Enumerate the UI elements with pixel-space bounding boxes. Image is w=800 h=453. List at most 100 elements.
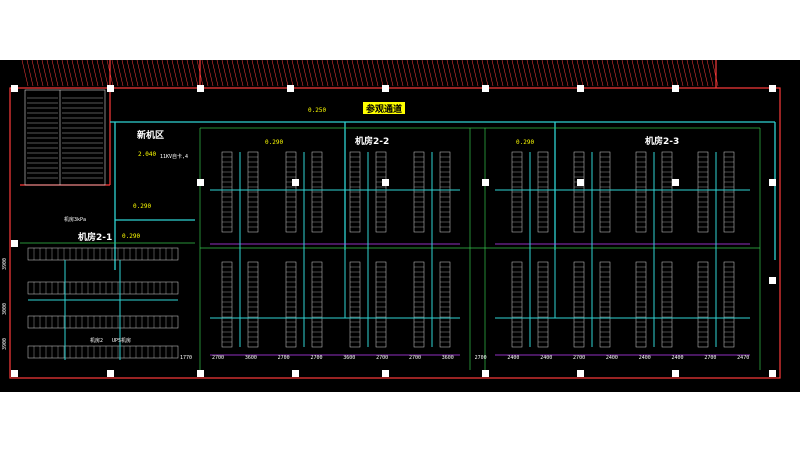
magenta-lines <box>210 243 750 356</box>
hatch-line <box>406 60 414 87</box>
bottom-dimension: 2400 <box>672 355 684 361</box>
grid-lines <box>20 127 761 370</box>
structural-columns <box>11 85 776 377</box>
hatch-line <box>636 60 644 87</box>
hatch-line <box>601 60 609 87</box>
cad-drawing-viewport[interactable]: 参观通道 0.250 新机区 2.040 11KV自卡,4 0.290 机房2-… <box>0 60 800 392</box>
room-2-2-label: 机房2-2 <box>355 135 389 147</box>
hatch-line <box>381 60 389 87</box>
hatch-line <box>416 60 424 87</box>
hatch-line <box>421 60 429 87</box>
column <box>382 179 389 186</box>
hatch-line <box>326 60 334 87</box>
column <box>11 240 18 247</box>
hatch-line <box>231 60 239 87</box>
bottom-left-dim: 1770 <box>180 355 192 361</box>
hatch-line <box>691 60 699 87</box>
column <box>287 85 294 92</box>
hatch-line <box>361 60 369 87</box>
hatch-line <box>146 60 154 87</box>
column <box>769 85 776 92</box>
rack-row <box>27 281 179 295</box>
hatch-line <box>161 60 169 87</box>
bottom-dimension: 2400 <box>540 355 552 361</box>
hatch-line <box>351 60 359 87</box>
hatch-line <box>226 60 234 87</box>
rack-row <box>511 261 523 348</box>
hatch-line <box>646 60 654 87</box>
hatch-line <box>596 60 604 87</box>
hatch-line <box>431 60 439 87</box>
bottom-dimension: 2400 <box>507 355 519 361</box>
column <box>292 370 299 377</box>
hatch-line <box>486 60 494 87</box>
hatch-line <box>321 60 329 87</box>
new-area-elevation-2: 0.290 <box>133 203 151 210</box>
hatch-line <box>31 60 39 87</box>
rack-row <box>413 261 425 348</box>
bottom-dimension: 3600 <box>442 355 454 361</box>
column <box>482 85 489 92</box>
hatch-line <box>61 60 69 87</box>
bottom-dimension: 2700 <box>704 355 716 361</box>
hatch-line <box>706 60 714 87</box>
floor-plan-svg: 参观通道 0.250 新机区 2.040 11KV自卡,4 0.290 机房2-… <box>2 60 781 379</box>
rack-cables <box>28 152 750 360</box>
column <box>482 179 489 186</box>
column <box>197 370 204 377</box>
hatch-line <box>186 60 194 87</box>
hatch-line <box>156 60 164 87</box>
hatch-line <box>296 60 304 87</box>
hatch-line <box>316 60 324 87</box>
hatch-line <box>131 60 139 87</box>
corridor-elevation: 0.250 <box>308 107 326 114</box>
top-wall-hatch <box>21 60 719 87</box>
hatch-line <box>501 60 509 87</box>
column <box>107 370 114 377</box>
stair-treads <box>27 97 103 179</box>
note-left: 11KV自卡,4 <box>160 153 188 160</box>
hatch-line <box>101 60 109 87</box>
hatch-line <box>341 60 349 87</box>
hatch-line <box>606 60 614 87</box>
hatch-line <box>461 60 469 87</box>
hatch-line <box>561 60 569 87</box>
hatch-line <box>526 60 534 87</box>
hatch-line <box>221 60 229 87</box>
rack-row <box>723 261 735 348</box>
hatch-line <box>631 60 639 87</box>
room-2-1-label: 机房2-1 <box>78 231 112 243</box>
rack-row <box>573 261 585 348</box>
hatch-line <box>586 60 594 87</box>
hatch-line <box>611 60 619 87</box>
hatch-line <box>41 60 49 87</box>
hatch-line <box>506 60 514 87</box>
hatch-line <box>56 60 64 87</box>
hatch-line <box>171 60 179 87</box>
column <box>11 85 18 92</box>
column <box>107 85 114 92</box>
hatch-line <box>536 60 544 87</box>
rack-row <box>375 261 387 348</box>
column <box>482 370 489 377</box>
hatch-line <box>556 60 564 87</box>
bottom-dimension: 2700 <box>376 355 388 361</box>
room-2-1-elevation: 0.290 <box>122 233 140 240</box>
hatch-line <box>76 60 84 87</box>
hatch-line <box>331 60 339 87</box>
column <box>769 370 776 377</box>
hatch-line <box>241 60 249 87</box>
hatch-line <box>446 60 454 87</box>
new-machine-area-label: 新机区 <box>137 129 164 141</box>
hatch-line <box>651 60 659 87</box>
left-dim-1: 3900 <box>2 258 8 270</box>
left-dim-3: 3900 <box>2 338 8 350</box>
room-2-2-elevation: 0.290 <box>265 139 283 146</box>
hatch-line <box>661 60 669 87</box>
hatch-line <box>151 60 159 87</box>
hatch-line <box>191 60 199 87</box>
hatch-line <box>656 60 664 87</box>
hatch-line <box>91 60 99 87</box>
hatch-line <box>551 60 559 87</box>
hatch-line <box>426 60 434 87</box>
